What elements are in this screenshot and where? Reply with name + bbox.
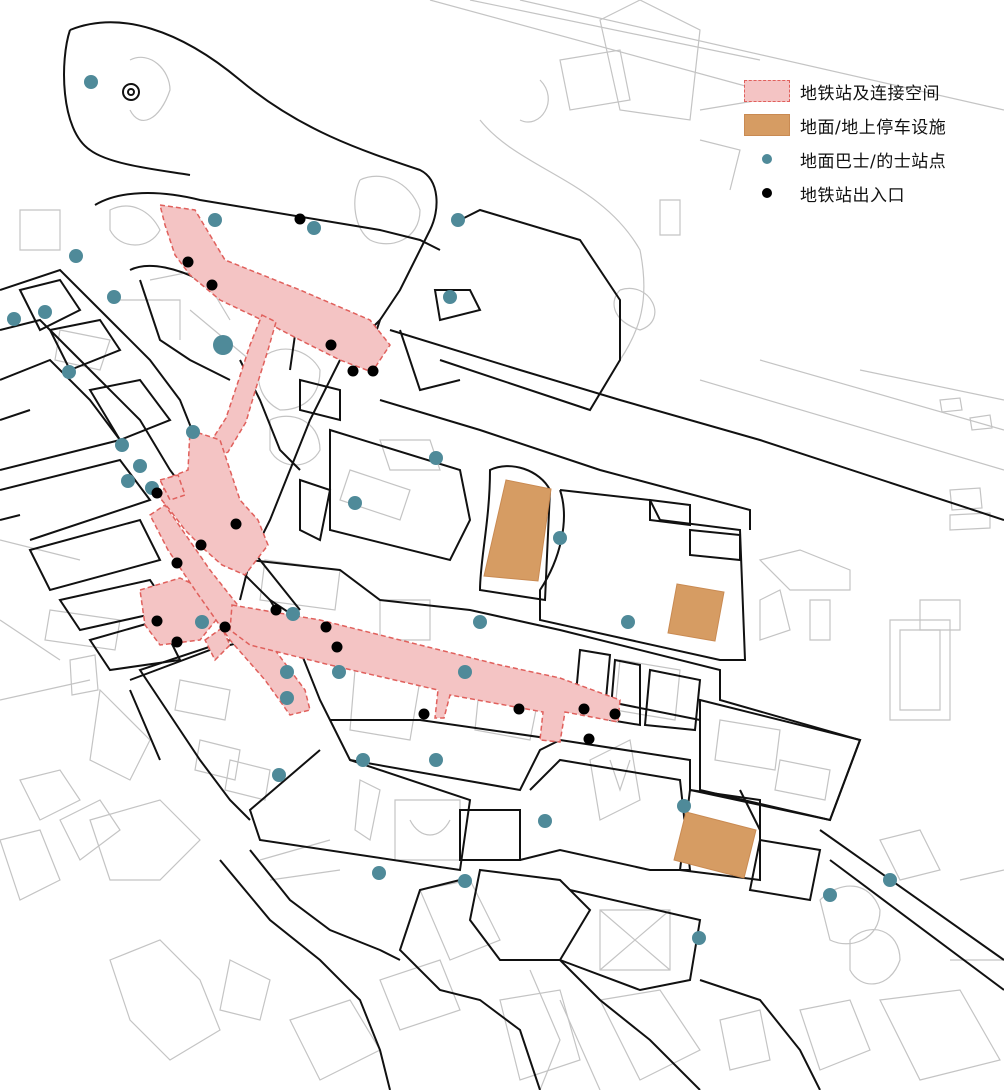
- bus-stop: [451, 213, 465, 227]
- metro-exit: [270, 604, 282, 616]
- metro-exit: [171, 636, 183, 648]
- bus-stop: [7, 312, 21, 326]
- metro-exit: [320, 621, 332, 633]
- parking-3: [673, 811, 757, 879]
- metro-exit: [230, 518, 242, 530]
- bus-stop: [473, 615, 487, 629]
- metro-corridor-diagonal: [149, 503, 311, 716]
- parking-1: [483, 479, 552, 582]
- road-network: [0, 21, 1004, 1090]
- bus-stop: [883, 873, 897, 887]
- parking-facilities: [483, 479, 757, 879]
- bus-stop: [443, 290, 457, 304]
- metro-exit: [195, 539, 207, 551]
- bus-stop: [621, 615, 635, 629]
- metro-exits: [151, 213, 621, 745]
- metro-exit: [367, 365, 379, 377]
- bus-stop: [429, 451, 443, 465]
- parking-2: [667, 583, 725, 642]
- metro-exit: [418, 708, 430, 720]
- metro-exit: [347, 365, 359, 377]
- metro-exit-dot: [762, 188, 772, 198]
- bus-stop: [692, 931, 706, 945]
- metro-exit: [151, 487, 163, 499]
- metro-exit: [206, 279, 218, 291]
- bus-stop: [538, 814, 552, 828]
- legend-label: 地面巴士/的士站点: [800, 151, 947, 172]
- legend-item-metro-station: 地铁站及连接空间: [744, 74, 994, 108]
- metro-area-middle: [159, 428, 269, 576]
- metro-exit-swatch: [744, 182, 790, 204]
- bus-stop: [84, 75, 98, 89]
- legend-item-metro-exit: 地铁站出入口: [744, 176, 994, 210]
- bus-stop: [280, 665, 294, 679]
- bus-stop: [272, 768, 286, 782]
- bus-stop: [107, 290, 121, 304]
- bus-stop: [133, 459, 147, 473]
- bus-stop: [195, 615, 209, 629]
- bus-stop: [213, 335, 233, 355]
- bus-stop: [356, 753, 370, 767]
- metro-exit: [294, 213, 306, 225]
- metro-exit: [331, 641, 343, 653]
- bus-stop: [677, 799, 691, 813]
- bus-stop: [372, 866, 386, 880]
- legend-label: 地面/地上停车设施: [800, 117, 947, 138]
- metro-exit: [151, 615, 163, 627]
- bus-taxi-stop-dot: [762, 154, 772, 164]
- metro-link-west: [158, 474, 186, 501]
- bus-stop: [38, 305, 52, 319]
- legend-label: 地铁站出入口: [800, 185, 905, 206]
- legend-item-parking: 地面/地上停车设施: [744, 108, 994, 142]
- metro-exit: [219, 621, 231, 633]
- bus-taxi-stops: [7, 75, 897, 945]
- metro-exit: [583, 733, 595, 745]
- bus-stop: [186, 425, 200, 439]
- metro-link-small: [204, 626, 231, 662]
- metro-exit: [578, 703, 590, 715]
- metro-exit: [182, 256, 194, 268]
- bus-stop: [69, 249, 83, 263]
- metro-area-north: [159, 204, 391, 373]
- legend-label: 地铁站及连接空间: [800, 83, 940, 104]
- bus-stop: [208, 213, 222, 227]
- metro-exit: [325, 339, 337, 351]
- metro-exit: [609, 708, 621, 720]
- bus-taxi-stop-swatch: [744, 148, 790, 170]
- bus-stop: [307, 221, 321, 235]
- roundabout-marker: [122, 83, 140, 101]
- map-legend: 地铁站及连接空间 地面/地上停车设施 地面巴士/的士站点 地铁站出入口: [744, 74, 994, 210]
- bus-stop: [121, 474, 135, 488]
- bus-stop: [115, 438, 129, 452]
- metro-station-area-swatch: [744, 80, 790, 102]
- legend-item-bus-taxi: 地面巴士/的士站点: [744, 142, 994, 176]
- bus-stop: [280, 691, 294, 705]
- bus-stop: [348, 496, 362, 510]
- bus-stop: [458, 874, 472, 888]
- bus-stop: [429, 753, 443, 767]
- metro-exit: [171, 557, 183, 569]
- metro-exit: [513, 703, 525, 715]
- parking-swatch: [744, 114, 790, 136]
- bus-stop: [823, 888, 837, 902]
- bus-stop: [553, 531, 567, 545]
- bus-stop: [62, 365, 76, 379]
- bus-stop: [286, 607, 300, 621]
- bus-stop: [458, 665, 472, 679]
- bus-stop: [332, 665, 346, 679]
